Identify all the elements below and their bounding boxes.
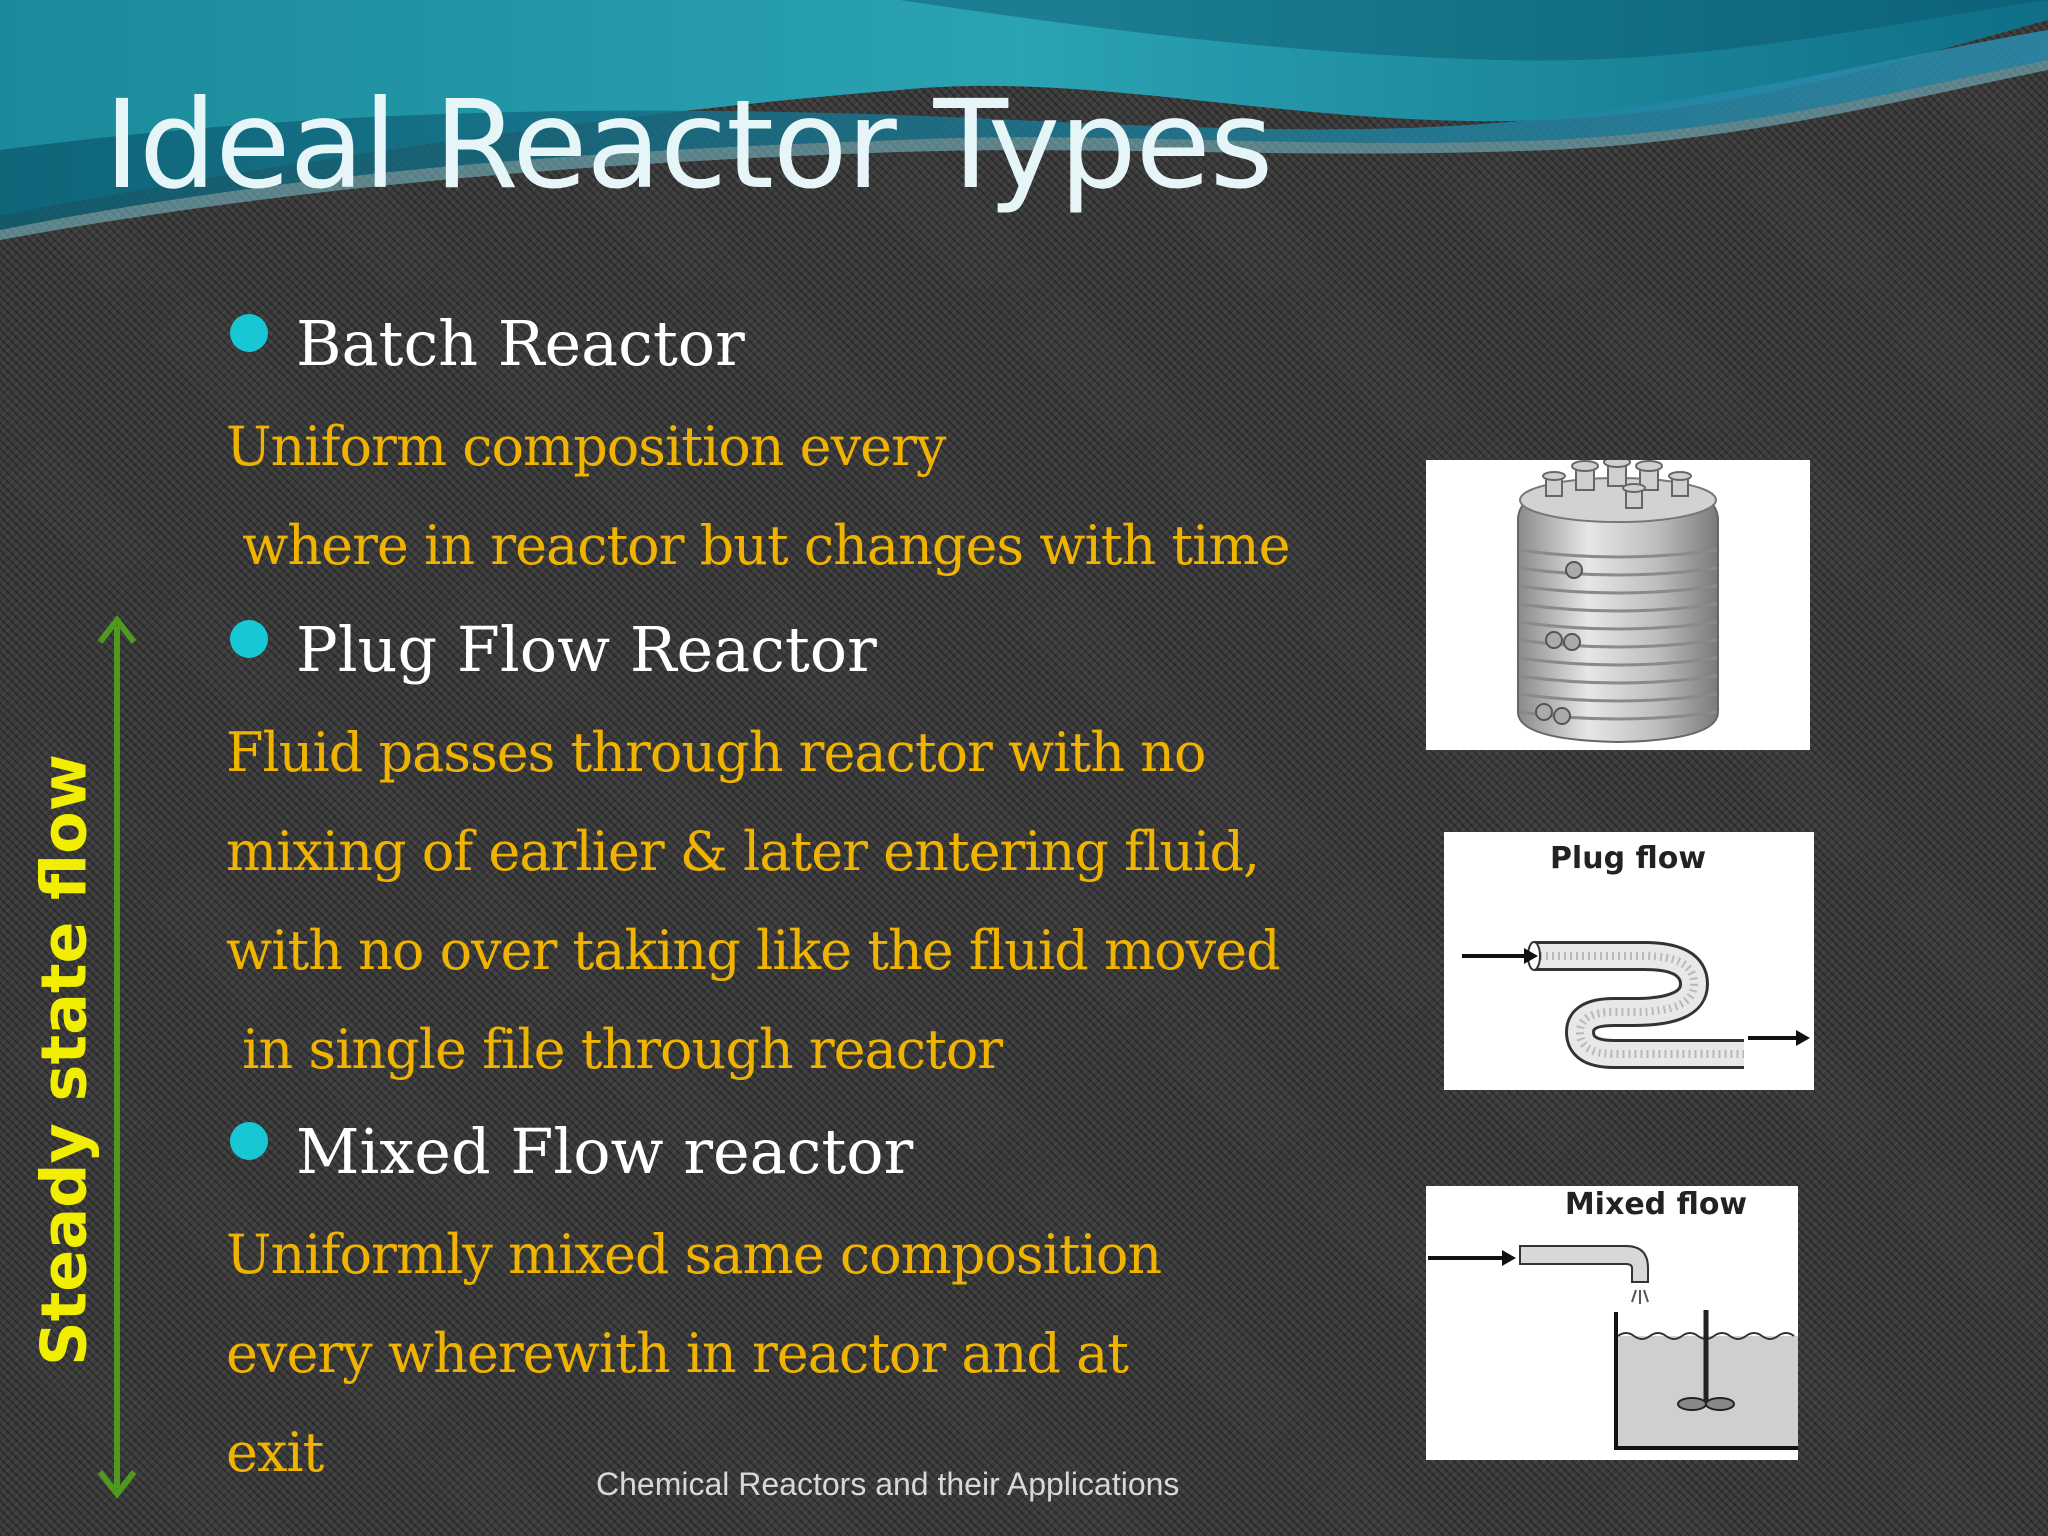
mixed-flow-reactor-description: Uniformly mixed same composition every w… bbox=[226, 1205, 1162, 1502]
batch-reactor-heading: Batch Reactor bbox=[296, 307, 745, 380]
steady-state-flow-label: Steady state flow bbox=[27, 753, 101, 1367]
slide-title: Ideal Reactor Types bbox=[104, 74, 1273, 216]
batch-reactor-image bbox=[1426, 460, 1810, 750]
description-line: with no over taking like the fluid moved bbox=[226, 919, 1281, 982]
plug-flow-diagram: Plug flow bbox=[1462, 841, 1810, 1069]
plug-flow-image: Plug flow bbox=[1444, 832, 1814, 1090]
plug-flow-reactor-heading: Plug Flow Reactor bbox=[296, 613, 877, 686]
double-arrow-icon bbox=[97, 615, 137, 1499]
mixed-flow-diagram: Mixed flow bbox=[1428, 1187, 1798, 1450]
slide-footer: Chemical Reactors and their Applications bbox=[596, 1466, 1180, 1502]
description-line: Uniformly mixed same composition bbox=[226, 1223, 1162, 1286]
description-line: in single file through reactor bbox=[226, 1018, 1003, 1081]
bullet-dot bbox=[230, 314, 268, 352]
wave-background bbox=[0, 0, 2048, 240]
description-line: where in reactor but changes with time bbox=[226, 514, 1290, 577]
mixed-flow-label: Mixed flow bbox=[1565, 1187, 1747, 1222]
description-line: Fluid passes through reactor with no bbox=[226, 721, 1206, 784]
arrow-right-icon bbox=[1462, 948, 1538, 964]
description-line: exit bbox=[226, 1421, 324, 1484]
arrow-right-icon bbox=[1428, 1250, 1516, 1266]
description-line: every wherewith in reactor and at bbox=[226, 1322, 1129, 1385]
jacketed-vessel-icon bbox=[1517, 460, 1719, 744]
bullet-dot bbox=[230, 1122, 268, 1160]
description-line: Uniform composition every bbox=[226, 415, 946, 478]
mixed-flow-reactor-heading: Mixed Flow reactor bbox=[296, 1115, 914, 1188]
plug-flow-reactor-description: Fluid passes through reactor with no mix… bbox=[226, 703, 1281, 1099]
plug-flow-label: Plug flow bbox=[1550, 841, 1706, 876]
batch-reactor-description: Uniform composition every where in react… bbox=[226, 397, 1291, 595]
arrow-right-icon bbox=[1748, 1030, 1810, 1046]
mixed-flow-image: Mixed flow bbox=[1426, 1186, 1798, 1460]
bullet-dot bbox=[230, 620, 268, 658]
description-line: mixing of earlier & later entering fluid… bbox=[226, 820, 1260, 883]
